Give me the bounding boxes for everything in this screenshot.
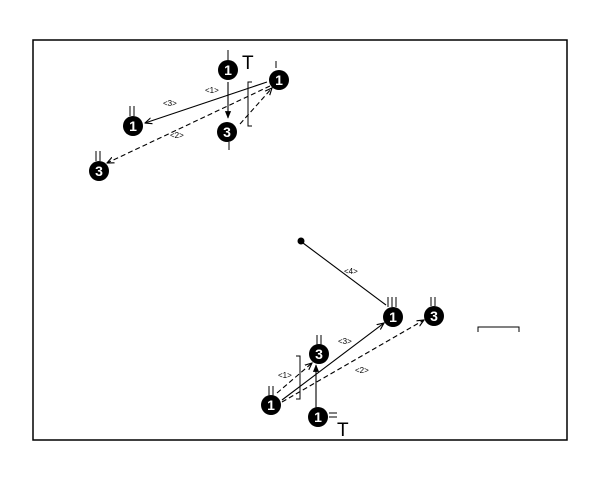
svg-text:3: 3 — [315, 346, 323, 362]
svg-text:3: 3 — [223, 124, 231, 140]
screen-bracket — [247, 81, 252, 127]
tee-label-top: T — [242, 53, 254, 74]
move-label-3: <3> — [163, 99, 177, 108]
player-1-bottom: 1 — [308, 407, 337, 427]
player-3-center: 3 — [217, 122, 237, 150]
move-label-1: <1> — [205, 86, 219, 95]
svg-text:3: 3 — [95, 163, 103, 179]
svg-text:3: 3 — [430, 308, 438, 324]
top-play: <1> <2> <3> 1 T 1 1 3 — [89, 50, 289, 181]
bottom-play: <1> <2> <3> <4> 1 T 1 3 — [261, 237, 444, 441]
move-4-line — [302, 242, 387, 306]
move-4-endpoint — [297, 237, 305, 245]
svg-text:1: 1 — [267, 397, 275, 413]
svg-text:1: 1 — [224, 62, 232, 78]
move-2-line — [281, 320, 424, 403]
player-3-right: 3 — [424, 297, 444, 326]
screen-bracket — [296, 355, 301, 400]
move-label-4: <4> — [344, 267, 358, 276]
move-label-3: <3> — [338, 337, 352, 346]
player-1-top: 1 — [218, 50, 238, 80]
player-3-far-left: 3 — [89, 151, 109, 181]
diagram-frame — [32, 39, 568, 441]
svg-text:1: 1 — [314, 409, 322, 425]
move-2-line — [107, 85, 271, 163]
player-1-left: 1 — [123, 106, 143, 136]
player-3-mid: 3 — [309, 335, 329, 364]
scale-bracket — [477, 326, 520, 332]
move-label-2: <2> — [355, 366, 369, 375]
move-3-line — [145, 81, 268, 123]
tee-label-bottom: T — [337, 420, 349, 441]
svg-text:1: 1 — [389, 309, 397, 325]
player-1-left: 1 — [261, 386, 281, 415]
svg-text:1: 1 — [129, 118, 137, 134]
move-dashed-3-to-1 — [239, 88, 272, 125]
move-3-line — [281, 323, 384, 401]
svg-text:1: 1 — [275, 72, 283, 88]
player-1-right: 1 — [269, 61, 289, 90]
player-1-upper: 1 — [383, 297, 403, 327]
move-label-2: <2> — [170, 131, 184, 140]
move-label-1: <1> — [278, 371, 292, 380]
